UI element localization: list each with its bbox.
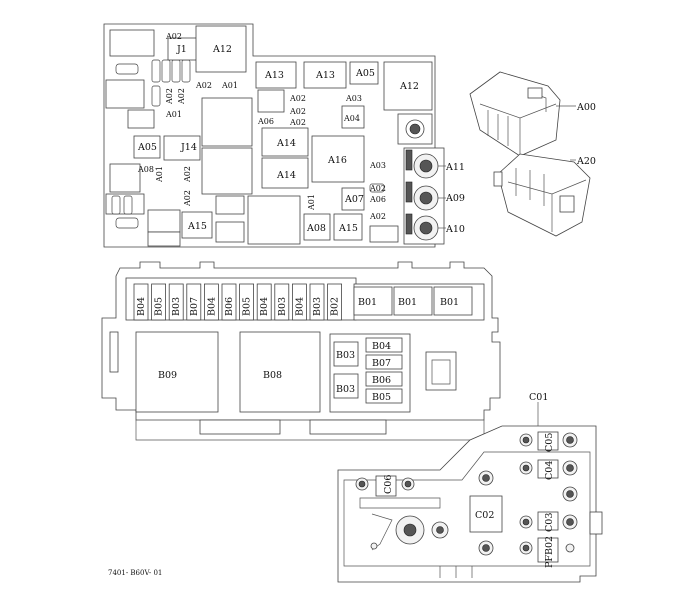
label-b01-a: B01 xyxy=(358,297,377,308)
label-b09: B09 xyxy=(158,370,177,381)
label-c03: C03 xyxy=(544,513,555,532)
label-a02-top: A02 xyxy=(165,32,182,41)
label-b08: B08 xyxy=(263,370,282,381)
label-a02-r1b: A02 xyxy=(165,88,174,105)
label-b05-s: B05 xyxy=(372,392,391,403)
label-a03-r2: A03 xyxy=(345,94,362,103)
label-b06-s: B06 xyxy=(372,375,391,386)
label-a02-vert-c: A02 xyxy=(183,190,192,207)
mini-fuse-slot xyxy=(151,283,167,321)
label-a05-left: A05 xyxy=(137,142,157,153)
label-a11: A11 xyxy=(445,162,465,173)
mini-fuse-slot xyxy=(274,283,290,321)
mini-fuse-label: B03 xyxy=(171,297,182,316)
label-a02-right-a: A02 xyxy=(369,184,386,193)
label-a09: A09 xyxy=(445,193,465,204)
mini-fuse-label: B02 xyxy=(330,297,341,316)
label-a05-top: A05 xyxy=(355,68,375,79)
mini-fuse-slot xyxy=(186,283,202,321)
label-a12-left: A12 xyxy=(212,44,232,55)
mini-fuse-slot xyxy=(203,283,219,321)
label-a13-a: A13 xyxy=(264,70,284,81)
terminal-stud-block xyxy=(403,147,446,245)
mini-fuse-label: B07 xyxy=(189,297,200,316)
label-a04: A04 xyxy=(343,114,360,123)
label-a01-vert-b: A01 xyxy=(307,194,316,211)
label-a01-r4: A01 xyxy=(165,110,182,119)
mini-fuse-slot xyxy=(221,283,237,321)
label-a06-r3: A06 xyxy=(257,117,274,126)
mini-fuse-label: B05 xyxy=(154,297,165,316)
top-fuse-box: A02 J1 A12 A13 A13 A05 A12 A02 A01 A02 A… xyxy=(103,23,465,248)
label-a16: A16 xyxy=(327,155,347,166)
mini-fuse-row: B04 B05 B03 B07 B04 B06 B05 B04 B03 B04 B03 B02 xyxy=(133,283,343,321)
label-a08: A08 xyxy=(137,165,154,174)
mini-fuse-label: B03 xyxy=(277,297,288,316)
label-b07-s: B07 xyxy=(372,358,391,369)
label-c01: C01 xyxy=(529,392,548,403)
mini-fuse-label: B04 xyxy=(136,297,147,316)
label-b03-a: B03 xyxy=(336,350,355,361)
mini-fuse-slot xyxy=(256,283,272,321)
label-a02-r3b: A02 xyxy=(289,118,306,127)
bottom-battery-box: C01 C05 C04 C03 PFB02 C02 xyxy=(337,392,603,583)
mini-fuse-slot xyxy=(133,283,149,321)
label-a15-a: A15 xyxy=(187,221,207,232)
label-a07: A07 xyxy=(344,194,364,205)
module-a20: A20 xyxy=(493,153,596,237)
label-a12-right: A12 xyxy=(399,81,419,92)
label-a02-r1a: A02 xyxy=(195,81,212,90)
label-c02: C02 xyxy=(475,510,494,521)
mini-fuse-slot xyxy=(327,283,343,321)
label-a02-r2: A02 xyxy=(289,94,306,103)
label-a01-r1: A01 xyxy=(221,81,238,90)
module-a00: A00 xyxy=(469,71,596,157)
figure-code: 7401- B60V- 01 xyxy=(108,569,162,577)
label-b01-c: B01 xyxy=(440,297,459,308)
mini-fuse-slot xyxy=(168,283,184,321)
label-c04: C04 xyxy=(544,461,555,480)
label-a15-b: A15 xyxy=(338,223,358,234)
label-b01-b: B01 xyxy=(398,297,417,308)
mini-fuse-label: B03 xyxy=(312,297,323,316)
label-a20: A20 xyxy=(576,156,596,167)
mini-fuse-label: B04 xyxy=(206,297,217,316)
label-j1: J1 xyxy=(176,44,187,55)
label-a10: A10 xyxy=(445,224,465,235)
label-b04-s: B04 xyxy=(372,341,391,352)
label-a01-vert: A01 xyxy=(155,166,164,183)
mini-fuse-slot xyxy=(309,283,325,321)
label-a08-b: A08 xyxy=(306,223,326,234)
mini-fuse-slot xyxy=(291,283,307,321)
label-a03-right: A03 xyxy=(369,161,386,170)
label-a13-b: A13 xyxy=(315,70,335,81)
mini-fuse-slot xyxy=(239,283,255,321)
label-a02-vert-b: A02 xyxy=(183,166,192,183)
label-a02-vert-a: A02 xyxy=(177,88,186,105)
label-pfb02: PFB02 xyxy=(544,536,555,568)
c-stud-column xyxy=(519,431,603,563)
label-j14: J14 xyxy=(180,142,197,153)
label-a02-r3a: A02 xyxy=(289,107,306,116)
label-a02-right-b: A02 xyxy=(369,212,386,221)
label-a00: A00 xyxy=(576,102,596,113)
mini-fuse-label: B04 xyxy=(294,297,305,316)
label-a14-a: A14 xyxy=(276,138,296,149)
mini-fuse-label: B06 xyxy=(224,297,235,316)
label-a06-right: A06 xyxy=(369,195,386,204)
mini-fuse-label: B04 xyxy=(259,297,270,316)
label-b03-b: B03 xyxy=(336,384,355,395)
label-c06: C06 xyxy=(383,475,394,494)
label-c05: C05 xyxy=(544,433,555,452)
mini-fuse-label: B05 xyxy=(242,297,253,316)
label-a14-b: A14 xyxy=(276,170,296,181)
